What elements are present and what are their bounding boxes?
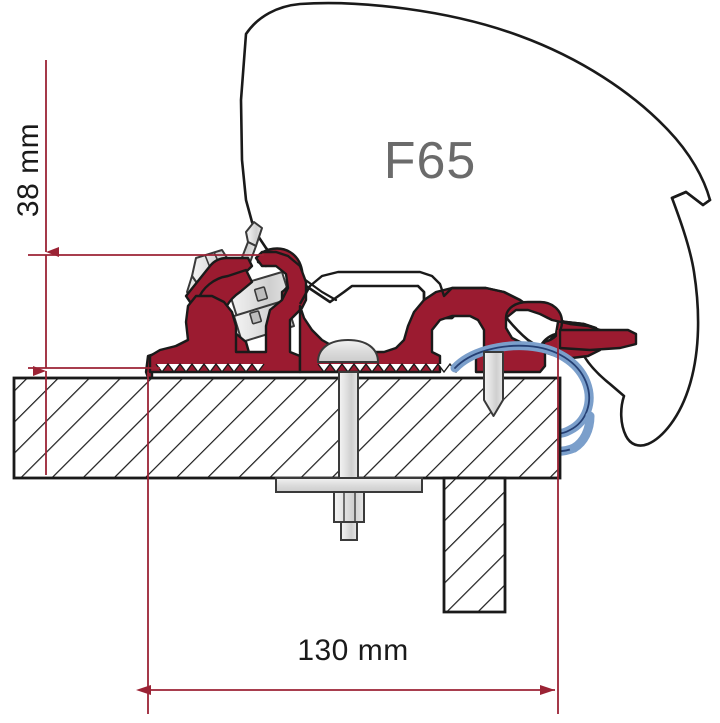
rivet	[483, 351, 504, 417]
bolt-hex-nut	[333, 491, 365, 523]
bolt-dome-head	[316, 338, 380, 363]
bracket-upper-profile	[298, 270, 602, 337]
dimension-38mm-label: 38 mm	[12, 123, 45, 217]
bracket-serrated-feet	[155, 362, 463, 374]
adapter-bracket	[144, 247, 638, 385]
product-label-f65: F65	[384, 132, 477, 190]
dimension-38mm: 38 mm	[12, 60, 264, 475]
seal-tail	[569, 411, 595, 453]
bracket-base-left	[148, 250, 308, 374]
wall-section-body	[442, 476, 507, 614]
awning-case-fold-detail	[670, 190, 712, 207]
clamp-pin-lower	[249, 310, 263, 325]
serration-left	[155, 362, 265, 374]
bolt-shank	[338, 371, 359, 483]
rivet-body	[483, 351, 504, 417]
dimension-130mm: 130 mm	[136, 330, 559, 714]
wall-section	[442, 476, 507, 614]
serration-right	[317, 362, 463, 374]
clamp-tensioner-tip	[245, 221, 263, 247]
dimension-130mm-label: 130 mm	[297, 634, 408, 667]
bolt-backing-plate	[275, 477, 423, 493]
bracket-right-extension	[558, 328, 638, 352]
bolt-thread-end	[340, 521, 358, 541]
roof-panel	[12, 376, 562, 480]
clamp-pin	[253, 286, 269, 302]
roof-panel-section	[12, 376, 562, 480]
mounting-bolt	[275, 338, 423, 541]
